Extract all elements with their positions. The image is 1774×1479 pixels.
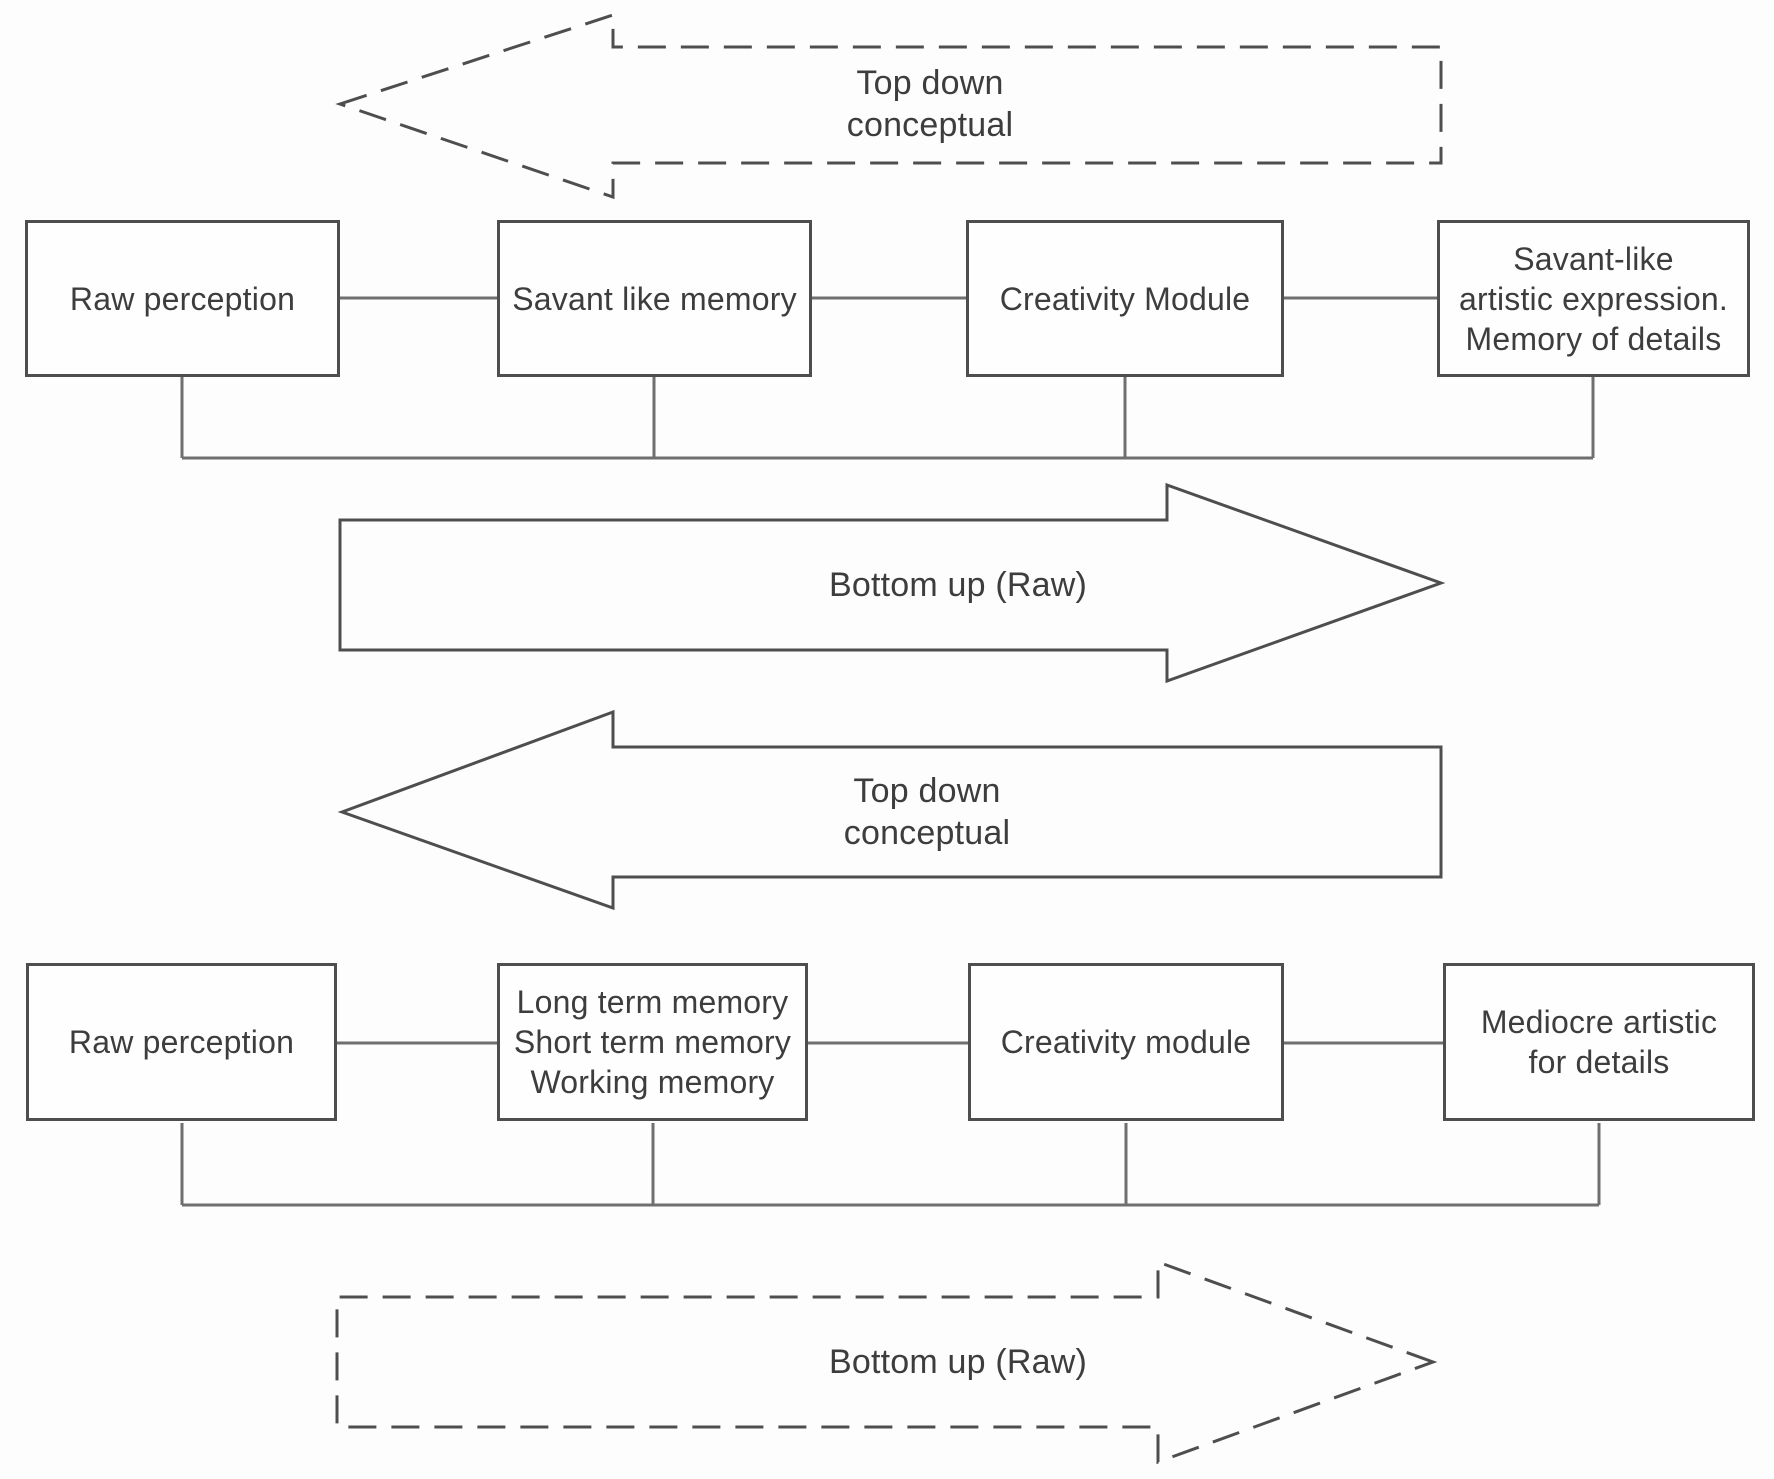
label-line: Top down <box>856 64 1004 102</box>
label-line: Bottom up (Raw) <box>828 1343 1088 1381</box>
box-label: Raw perception <box>69 280 296 317</box>
box-creativity-module-2: Creativity module <box>968 963 1284 1121</box>
box-raw-perception-1: Raw perception <box>25 220 340 377</box>
box-savant-like-memory: Savant like memory <box>497 220 812 377</box>
row1-bus-line <box>180 377 1595 460</box>
box-label: Raw perception <box>68 1024 295 1060</box>
box-memory-systems: Long term memory Short term memory Worki… <box>497 963 808 1121</box>
bottom-up-raw-arrow-dashed <box>335 1259 1438 1465</box>
box-label: Creativity module <box>1000 1024 1252 1060</box>
box-mediocre-artistic: Mediocre artistic for details <box>1443 963 1755 1121</box>
box-label: Savant like memory <box>512 280 797 317</box>
row2-bus-line <box>180 1123 1601 1207</box>
top-down-conceptual-arrow-solid <box>337 709 1443 911</box>
box-creativity-module-1: Creativity Module <box>966 220 1284 377</box>
label-line: conceptual <box>843 814 1011 852</box>
box-label: Creativity Module <box>999 280 1251 317</box>
label-bottom-up-raw-1: Bottom up (Raw) <box>708 564 1208 606</box>
box-raw-perception-2: Raw perception <box>26 963 337 1121</box>
label-line: Bottom up (Raw) <box>828 566 1088 604</box>
box-savant-artistic-expression: Savant-like artistic expression. Memory … <box>1437 220 1750 377</box>
bottom-up-raw-arrow-solid <box>338 482 1446 684</box>
box-label: Savant-like artistic expression. Memory … <box>1459 240 1728 357</box>
top-down-conceptual-arrow-dashed <box>335 12 1443 200</box>
label-bottom-up-raw-2: Bottom up (Raw) <box>708 1341 1208 1383</box>
box-label: Mediocre artistic for details <box>1480 1004 1718 1080</box>
box-label: Long term memory Short term memory Worki… <box>513 984 792 1100</box>
label-top-down-conceptual-2: Top down conceptual <box>677 770 1177 854</box>
label-line: conceptual <box>846 106 1014 144</box>
label-top-down-conceptual-1: Top down conceptual <box>680 62 1180 146</box>
label-line: Top down <box>853 772 1001 810</box>
